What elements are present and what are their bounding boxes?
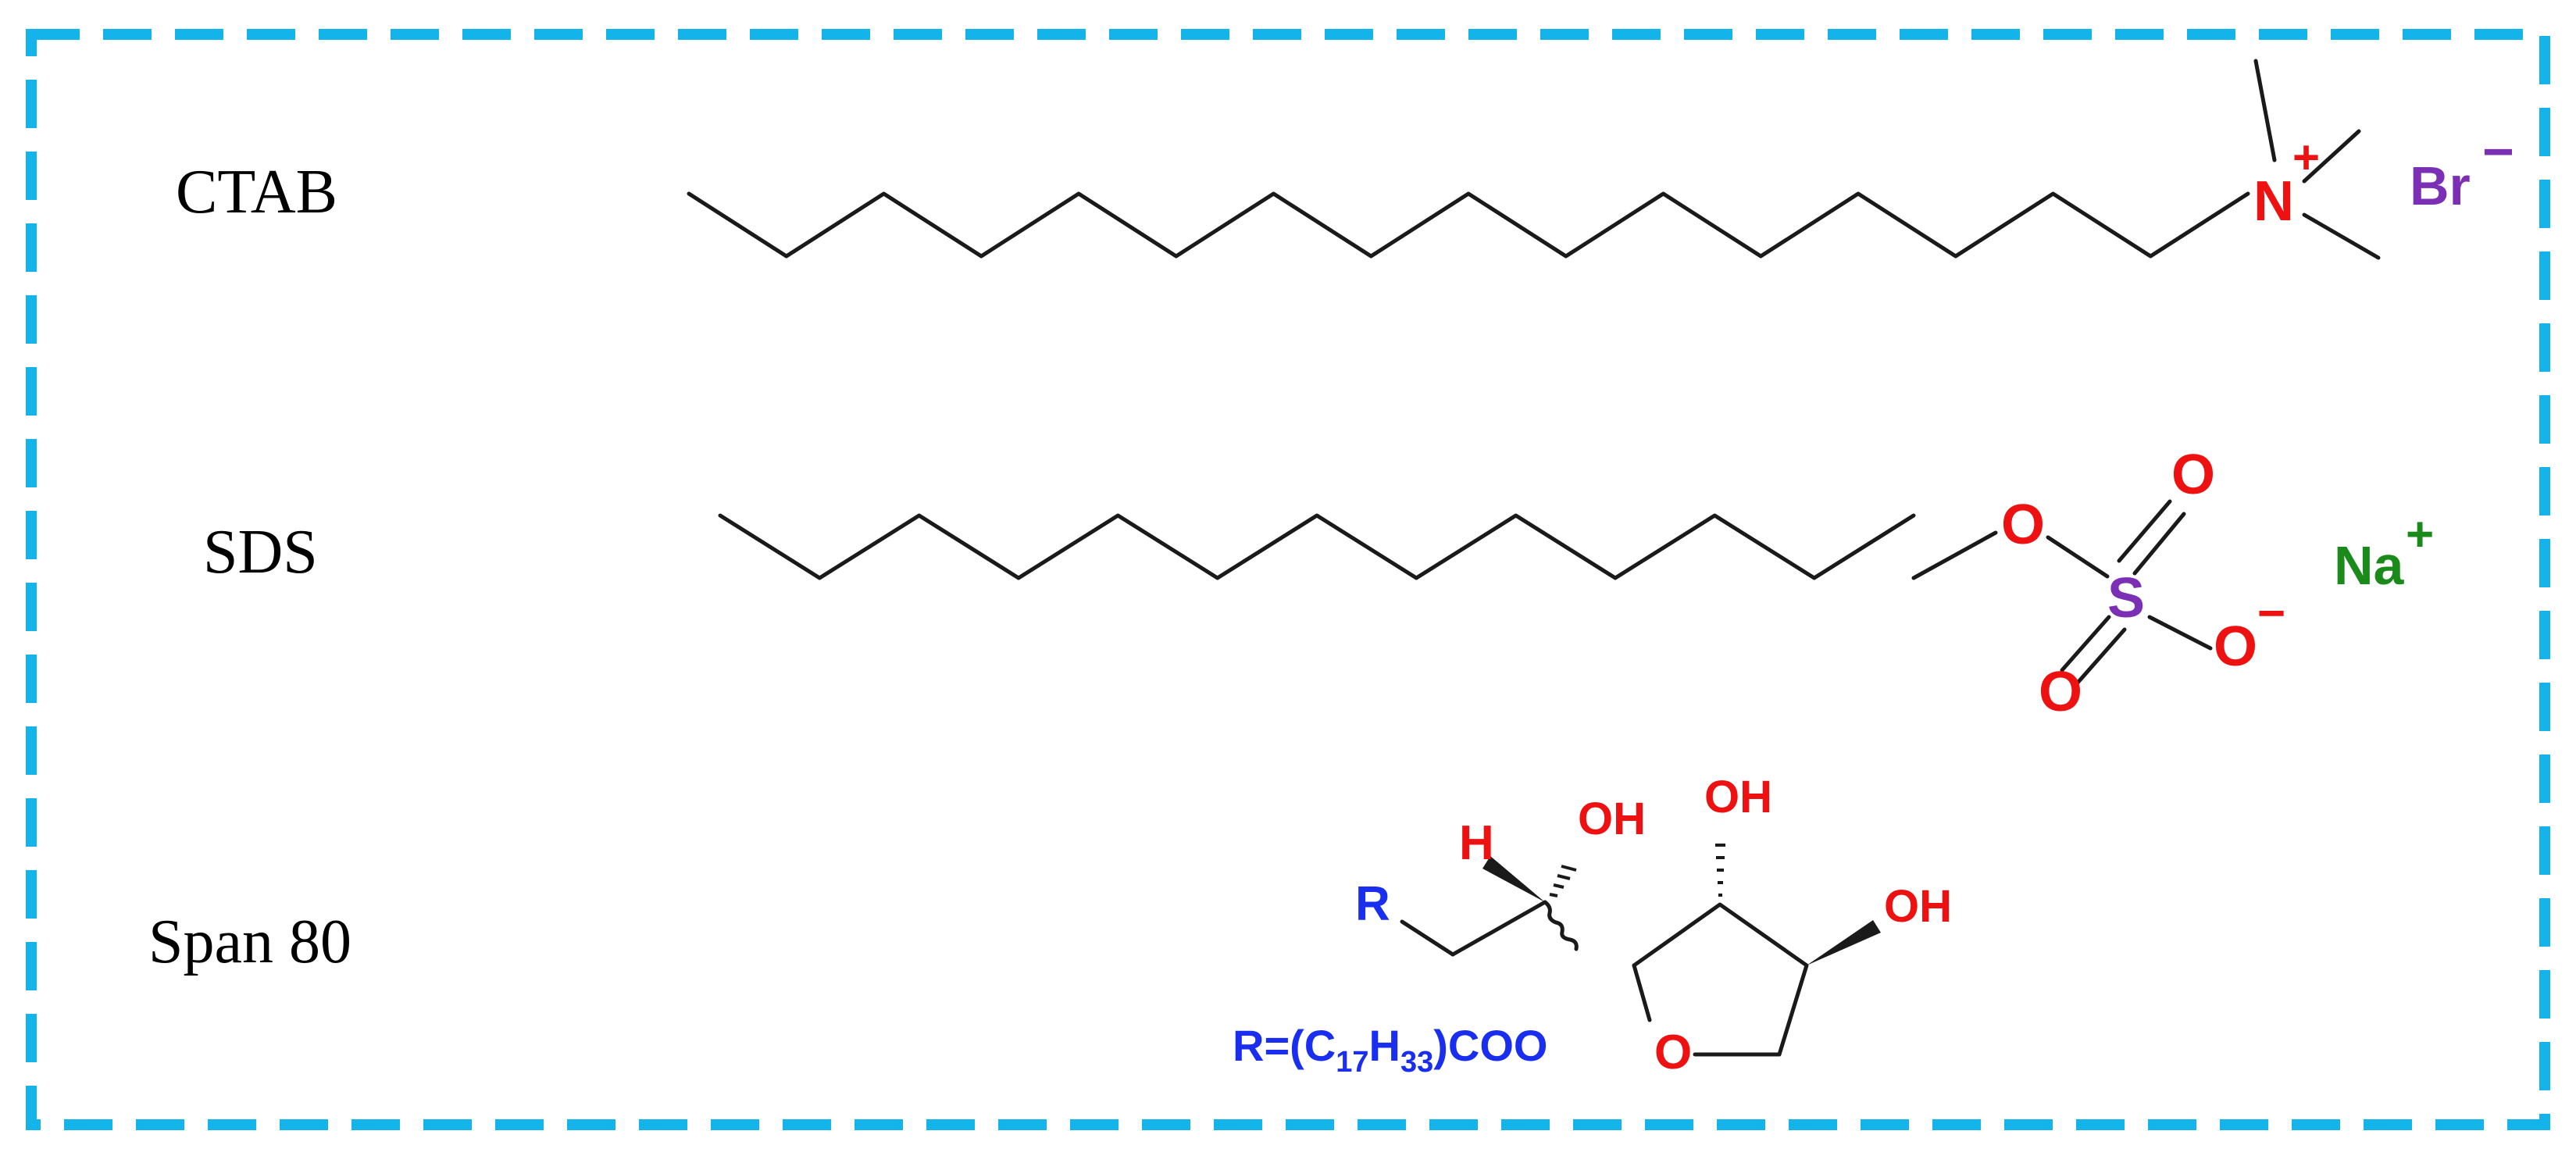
- sds-s-o-top-bond-1: [2117, 499, 2172, 563]
- span80-ch2-c-bond: [1450, 900, 1547, 957]
- span80-right-oh-wedge-bond: [1807, 920, 1881, 965]
- span80-ring-c-o-bond: [1632, 963, 1652, 1022]
- sds-oxygen-minus-charge: −: [2257, 587, 2285, 640]
- ctab-nitrogen-atom: N: [2253, 170, 2294, 233]
- span80-side-hydroxyl: OH: [1578, 794, 1646, 844]
- ctab-nitrogen-charge: +: [2292, 131, 2320, 184]
- ctab-label: CTAB: [176, 158, 337, 227]
- sds-row: SDS O S O O O − Na +: [203, 444, 2434, 723]
- span80-hydrogen: H: [1459, 816, 1494, 870]
- span80-oh-hash-bond: [1549, 865, 1577, 897]
- ctab-alkyl-chain: [687, 191, 2250, 259]
- span80-r-group: R: [1355, 877, 1390, 931]
- sds-c-o-bond: [1911, 530, 1998, 580]
- ctab-row: CTAB N + Br −: [176, 59, 2514, 260]
- ctab-methyl-bond-right: [2302, 129, 2361, 184]
- sds-oxygen-top: O: [2171, 444, 2215, 506]
- sds-sodium-ion: Na: [2334, 535, 2405, 596]
- ctab-bromide-ion: Br: [2410, 155, 2471, 216]
- sds-label: SDS: [203, 518, 318, 587]
- ctab-bromide-charge: −: [2482, 121, 2514, 182]
- sds-s-o-top-bond-2: [2132, 512, 2186, 576]
- sds-s-o-minus-bond: [2147, 615, 2213, 651]
- span80-r-definition: R=(C17H33)COO: [1233, 1021, 1547, 1079]
- sds-o-s-bond: [2046, 535, 2110, 579]
- span80-wavy-bond: [1543, 900, 1579, 951]
- span80-ring-bonds: [1632, 902, 1809, 1057]
- span80-label: Span 80: [148, 908, 351, 976]
- span80-row: Span 80 R H OH OH: [148, 772, 1952, 1079]
- span80-top-oh-hash-bond: [1715, 844, 1725, 897]
- span80-r-ch2-bond: [1400, 919, 1455, 957]
- sds-sodium-charge: +: [2406, 508, 2434, 562]
- sds-sulfur-atom: S: [2107, 567, 2145, 630]
- sds-oxygen-bottom: O: [2039, 661, 2082, 723]
- sds-s-o-bottom-bond-2: [2075, 627, 2127, 685]
- span80-top-hydroxyl: OH: [1704, 772, 1772, 822]
- span80-ring-oxygen: O: [1654, 1026, 1692, 1079]
- sds-oxygen-minus: O: [2214, 615, 2257, 678]
- sds-alkyl-chain: [718, 513, 1916, 580]
- sds-ester-oxygen: O: [2001, 494, 2045, 556]
- ctab-methyl-bond-top: [2253, 59, 2277, 162]
- span80-right-hydroxyl: OH: [1884, 881, 1952, 932]
- ctab-methyl-bond-bottom: [2302, 212, 2381, 260]
- dashed-frame: [26, 29, 2550, 1130]
- span80-h-wedge-bond: [1482, 856, 1545, 902]
- sds-s-o-bottom-bond-1: [2060, 615, 2111, 672]
